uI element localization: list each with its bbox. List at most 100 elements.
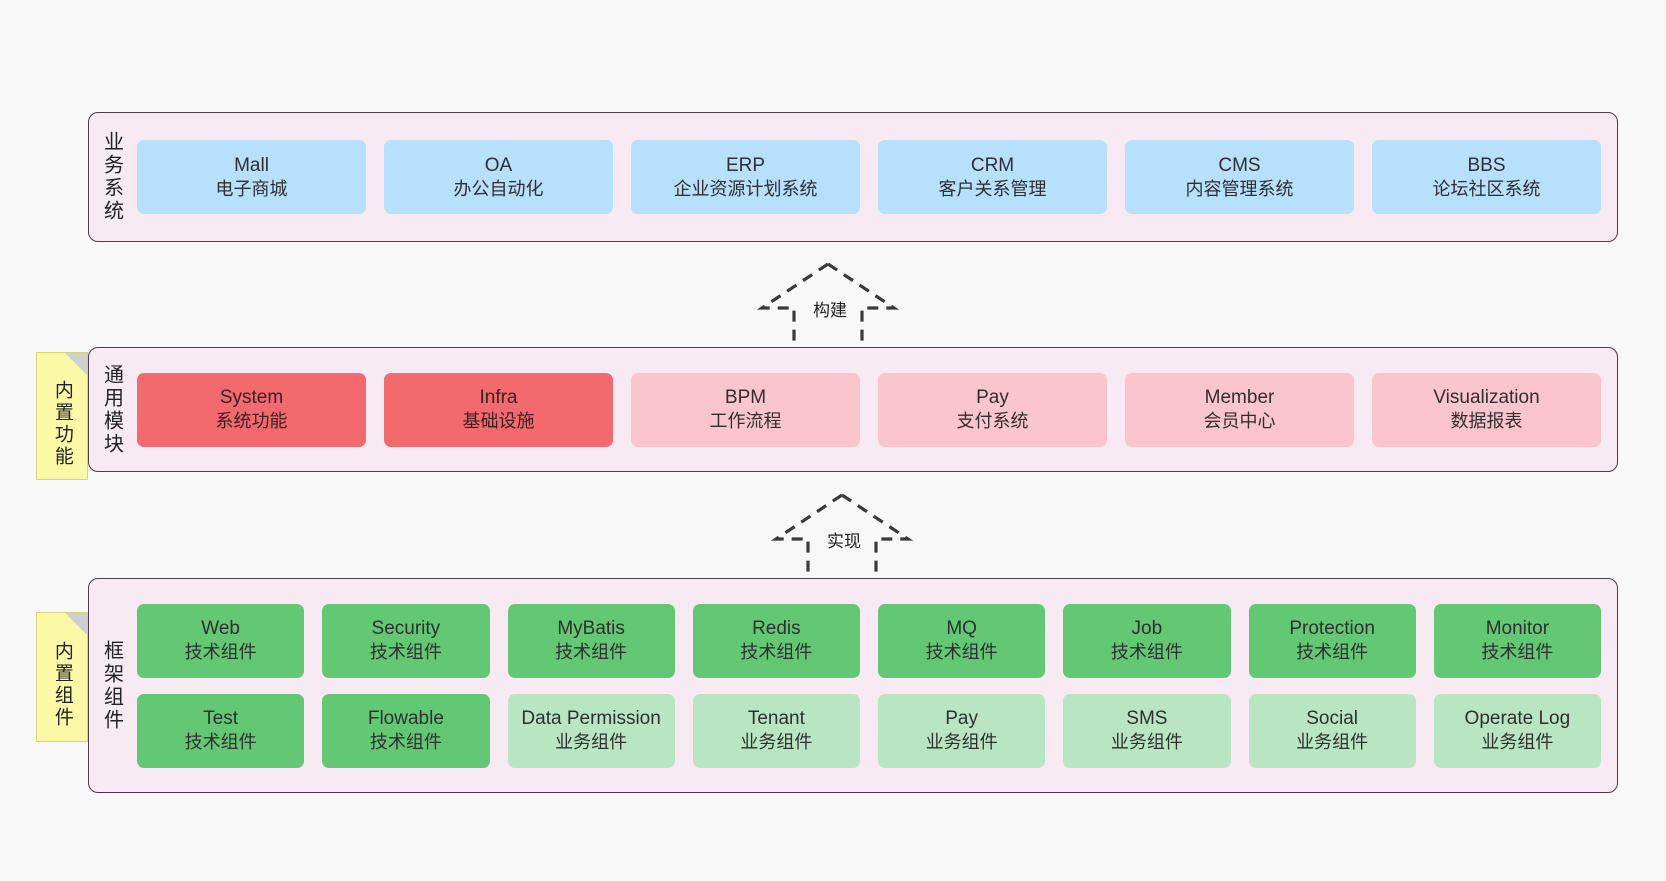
node-row: Web 技术组件 Security 技术组件 MyBatis 技术组件 Redi… [137, 603, 1601, 678]
node-security[interactable]: Security 技术组件 [322, 603, 490, 678]
node-title-en: Visualization [1433, 387, 1540, 409]
node-title-cn: 支付系统 [956, 411, 1029, 432]
node-title-en: Flowable [367, 708, 444, 730]
node-cms[interactable]: CMS 内容管理系统 [1125, 140, 1354, 214]
node-title-en: Mall [234, 154, 269, 176]
node-title-cn: 业务组件 [555, 732, 628, 753]
node-title-cn: 基础设施 [462, 411, 535, 432]
node-title-cn: 业务组件 [925, 732, 998, 753]
note-fold-corner-icon [65, 613, 87, 635]
node-mall[interactable]: Mall 电子商城 [137, 140, 366, 214]
node-title-cn: 技术组件 [184, 642, 257, 663]
node-title-en: MQ [946, 618, 977, 640]
node-title-en: Redis [752, 618, 801, 640]
layer-title-business-system: 业务系统 [100, 131, 123, 223]
layer-framework-component[interactable]: 框架组件 Web 技术组件 Security 技术组件 MyBatis 技术组件… [88, 578, 1618, 793]
node-mq[interactable]: MQ 技术组件 [878, 603, 1046, 678]
node-title-en: ERP [725, 154, 766, 176]
node-title-en: BPM [724, 387, 767, 409]
node-oa[interactable]: OA 办公自动化 [384, 140, 613, 214]
node-mybatis[interactable]: MyBatis 技术组件 [507, 603, 675, 678]
node-title-en: Security [371, 618, 441, 640]
node-title-cn: 业务组件 [1110, 732, 1183, 753]
node-redis[interactable]: Redis 技术组件 [692, 603, 860, 678]
node-title-en: Pay [945, 708, 978, 730]
node-title-en: Operate Log [1464, 708, 1571, 730]
node-erp[interactable]: ERP 企业资源计划系统 [631, 140, 860, 214]
node-title-cn: 论坛社区系统 [1432, 178, 1541, 199]
node-title-en: Web [201, 618, 240, 640]
node-title-cn: 技术组件 [925, 642, 998, 663]
node-title-en: BBS [1467, 154, 1506, 176]
node-data-permission[interactable]: Data Permission 业务组件 [507, 693, 675, 768]
node-pay-component[interactable]: Pay 业务组件 [878, 693, 1046, 768]
node-row: Test 技术组件 Flowable 技术组件 Data Permission … [137, 693, 1601, 768]
note-label: 内置功能 [51, 380, 73, 468]
node-title-cn: 技术组件 [369, 642, 442, 663]
node-title-cn: 会员中心 [1203, 411, 1276, 432]
node-title-cn: 技术组件 [1481, 642, 1554, 663]
node-infra[interactable]: Infra 基础设施 [384, 372, 613, 447]
node-title-cn: 技术组件 [1110, 642, 1183, 663]
node-title-en: Infra [479, 387, 518, 409]
node-title-en: OA [484, 154, 513, 176]
node-title-cn: 技术组件 [184, 732, 257, 753]
node-bpm[interactable]: BPM 工作流程 [631, 372, 860, 447]
node-protection[interactable]: Protection 技术组件 [1248, 603, 1416, 678]
node-pay-module[interactable]: Pay 支付系统 [878, 372, 1107, 447]
node-title-cn: 业务组件 [1296, 732, 1369, 753]
connector-build-shape [756, 262, 900, 346]
node-row: System 系统功能 Infra 基础设施 BPM 工作流程 Pay 支付系统… [137, 372, 1601, 447]
layer-business-system[interactable]: 业务系统 Mall 电子商城 OA 办公自动化 ERP 企业资源计划系统 CRM… [88, 112, 1618, 242]
node-tenant[interactable]: Tenant 业务组件 [692, 693, 860, 768]
node-title-cn: 工作流程 [709, 411, 782, 432]
layer-body-business-system: Mall 电子商城 OA 办公自动化 ERP 企业资源计划系统 CRM 客户关系… [133, 113, 1617, 241]
node-monitor[interactable]: Monitor 技术组件 [1433, 603, 1601, 678]
layer-common-module[interactable]: 通用模块 System 系统功能 Infra 基础设施 BPM 工作流程 Pay… [88, 347, 1618, 472]
node-title-cn: 业务组件 [1481, 732, 1554, 753]
connector-implement: 实现 [770, 489, 914, 581]
note-fold-corner-icon [65, 353, 87, 375]
layer-body-framework-component: Web 技术组件 Security 技术组件 MyBatis 技术组件 Redi… [133, 579, 1617, 792]
node-title-cn: 办公自动化 [453, 178, 544, 199]
note-builtin-component[interactable]: 内置组件 [36, 612, 88, 742]
connector-build: 构建 [756, 258, 900, 350]
layer-body-common-module: System 系统功能 Infra 基础设施 BPM 工作流程 Pay 支付系统… [133, 348, 1617, 471]
node-title-en: SMS [1126, 708, 1168, 730]
node-title-cn: 电子商城 [215, 178, 288, 199]
node-title-en: Data Permission [521, 708, 661, 730]
node-title-en: Job [1131, 618, 1163, 640]
connector-build-label: 构建 [810, 296, 850, 321]
node-system[interactable]: System 系统功能 [137, 372, 366, 447]
node-title-en: Monitor [1485, 618, 1550, 640]
node-title-cn: 数据报表 [1450, 411, 1523, 432]
node-title-en: Social [1306, 708, 1358, 730]
node-title-en: Test [203, 708, 239, 730]
node-job[interactable]: Job 技术组件 [1063, 603, 1231, 678]
node-visualization[interactable]: Visualization 数据报表 [1372, 372, 1601, 447]
node-title-cn: 技术组件 [1296, 642, 1369, 663]
node-title-cn: 技术组件 [369, 732, 442, 753]
node-web[interactable]: Web 技术组件 [137, 603, 305, 678]
node-test[interactable]: Test 技术组件 [137, 693, 305, 768]
node-title-en: Member [1204, 387, 1275, 409]
connector-implement-label: 实现 [824, 527, 864, 552]
node-title-cn: 技术组件 [555, 642, 628, 663]
node-crm[interactable]: CRM 客户关系管理 [878, 140, 1107, 214]
layer-title-framework-component: 框架组件 [100, 639, 123, 732]
node-social[interactable]: Social 业务组件 [1248, 693, 1416, 768]
node-title-en: Protection [1289, 618, 1375, 640]
node-title-cn: 内容管理系统 [1185, 178, 1294, 199]
note-builtin-function[interactable]: 内置功能 [36, 352, 88, 480]
node-bbs[interactable]: BBS 论坛社区系统 [1372, 140, 1601, 214]
node-member[interactable]: Member 会员中心 [1125, 372, 1354, 447]
node-operate-log[interactable]: Operate Log 业务组件 [1433, 693, 1601, 768]
node-title-cn: 系统功能 [215, 411, 288, 432]
node-title-en: MyBatis [557, 618, 625, 640]
note-label: 内置组件 [51, 641, 73, 729]
node-title-en: System [219, 387, 284, 409]
node-title-cn: 业务组件 [740, 732, 813, 753]
node-flowable[interactable]: Flowable 技术组件 [322, 693, 490, 768]
node-sms[interactable]: SMS 业务组件 [1063, 693, 1231, 768]
